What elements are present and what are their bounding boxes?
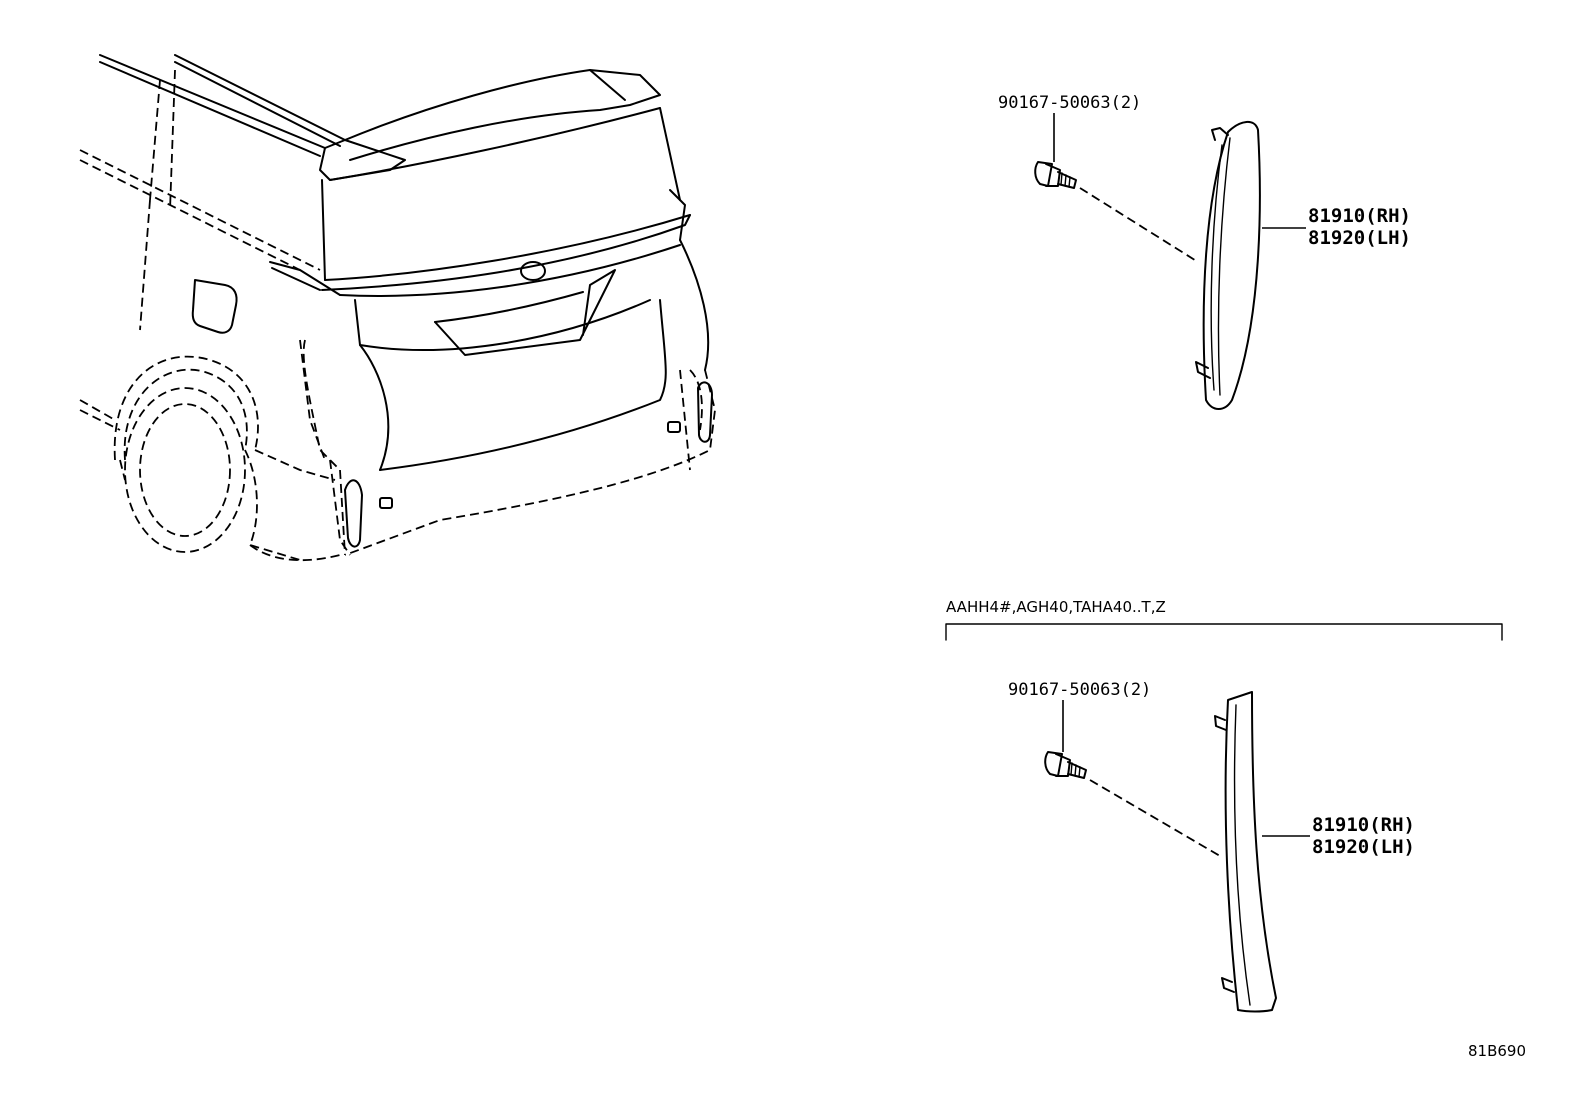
upper-reflector-rh-label: 81910(RH) (1308, 205, 1411, 227)
lower-bolt-label: 90167-50063(2) (1008, 680, 1151, 700)
upper-bolt-label: 90167-50063(2) (998, 93, 1141, 113)
upper-reflector-shape (1195, 121, 1261, 410)
condition-bracket (945, 623, 1503, 641)
lower-reflector-rh-label: 81910(RH) (1312, 814, 1415, 836)
lower-reflector-shape (1214, 691, 1277, 1013)
upper-bolt-icon (1034, 161, 1077, 189)
lower-reflector-lh-label: 81920(LH) (1312, 836, 1415, 858)
lower-assembly: AAHH4#,AGH40,TAHA40..T,Z 90167-50063(2) … (945, 598, 1503, 1013)
vehicle-rear-illustration (79, 54, 716, 562)
lower-bolt-icon (1044, 751, 1087, 779)
lower-condition-label: AAHH4#,AGH40,TAHA40..T,Z (946, 598, 1166, 616)
upper-assembly: 90167-50063(2) 81910(RH) 81920(LH) (998, 93, 1411, 410)
illustration-code: 81B690 (1468, 1042, 1526, 1060)
upper-reflector-lh-label: 81920(LH) (1308, 227, 1411, 249)
